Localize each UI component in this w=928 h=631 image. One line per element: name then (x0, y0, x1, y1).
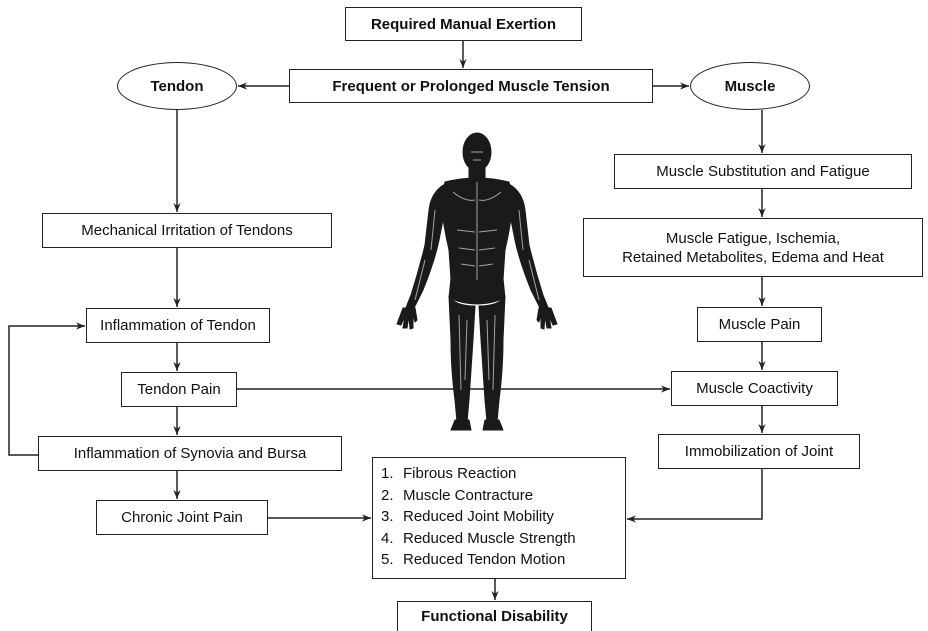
arrow-immobilization-to-outcomes (627, 469, 762, 519)
arrow-feedback-loop (9, 326, 85, 455)
human-anatomy-figure-icon (395, 130, 560, 440)
